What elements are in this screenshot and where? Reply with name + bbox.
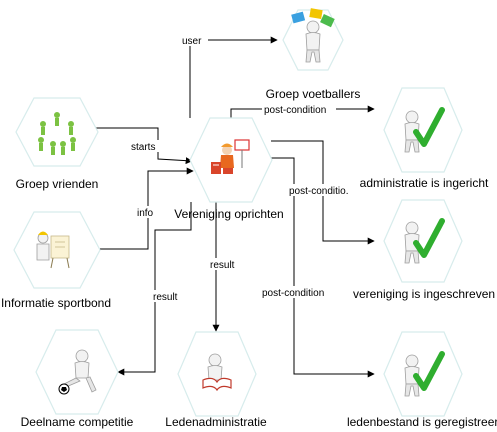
person-kicking-ball-icon bbox=[58, 349, 97, 395]
edge-label-post-condition-3: post-condition bbox=[262, 288, 324, 299]
node-label-vereniging-ingeschreven: vereniging is ingeschreven bbox=[353, 287, 495, 301]
edge-label-user: user bbox=[182, 36, 202, 47]
group-of-people-icon bbox=[38, 112, 76, 155]
node-groep-vrienden[interactable]: Groep vrienden bbox=[15, 97, 99, 191]
edge-label-info: info bbox=[137, 208, 154, 219]
person-with-board-icon bbox=[36, 231, 70, 269]
edge-post-condition-3 bbox=[271, 157, 375, 378]
person-checkmark-icon bbox=[404, 107, 445, 153]
person-checkmark-icon bbox=[404, 218, 445, 264]
node-label-groep-vrienden: Groep vrienden bbox=[16, 177, 99, 191]
node-label-deelname-competitie: Deelname competitie bbox=[21, 415, 134, 429]
node-administratie-ingericht[interactable]: administratie is ingericht bbox=[360, 87, 489, 190]
person-reading-book-icon bbox=[202, 353, 232, 392]
person-holding-cards-icon bbox=[291, 8, 335, 63]
node-ledenbestand-geregistreerd[interactable]: ledenbestand is geregistreerd bbox=[347, 331, 497, 429]
node-groep-voetballers[interactable]: Groep voetballers bbox=[266, 8, 361, 101]
edge-label-result-1: result bbox=[210, 260, 235, 271]
node-informatie-sportbond[interactable]: Informatie sportbond bbox=[1, 211, 111, 310]
edge-label-starts: starts bbox=[131, 142, 155, 153]
node-vereniging-ingeschreven[interactable]: vereniging is ingeschreven bbox=[353, 199, 495, 301]
node-label-ledenbestand-geregistreerd: ledenbestand is geregistreerd bbox=[347, 415, 497, 429]
edge-label-result-2: result bbox=[153, 292, 178, 303]
node-ledenadministratie[interactable]: Ledenadministratie bbox=[165, 331, 267, 429]
construction-worker-icon bbox=[211, 139, 250, 174]
person-checkmark-icon bbox=[404, 351, 445, 397]
node-label-informatie-sportbond: Informatie sportbond bbox=[1, 296, 111, 310]
node-vereniging-oprichten[interactable]: Vereniging oprichten bbox=[174, 117, 284, 221]
edge-label-post-condition-1: post-condition bbox=[264, 105, 326, 116]
node-label-ledenadministratie: Ledenadministratie bbox=[165, 415, 267, 429]
node-label-groep-voetballers: Groep voetballers bbox=[266, 87, 361, 101]
edge-label-post-condition-2: post-conditio. bbox=[289, 186, 348, 197]
node-label-administratie-ingericht: administratie is ingericht bbox=[360, 176, 489, 190]
node-deelname-competitie[interactable]: Deelname competitie bbox=[21, 329, 134, 429]
node-label-vereniging-oprichten: Vereniging oprichten bbox=[174, 207, 283, 221]
edge-labels: user starts info post-condition post-con… bbox=[128, 34, 353, 303]
edge-result-2 bbox=[117, 202, 192, 376]
